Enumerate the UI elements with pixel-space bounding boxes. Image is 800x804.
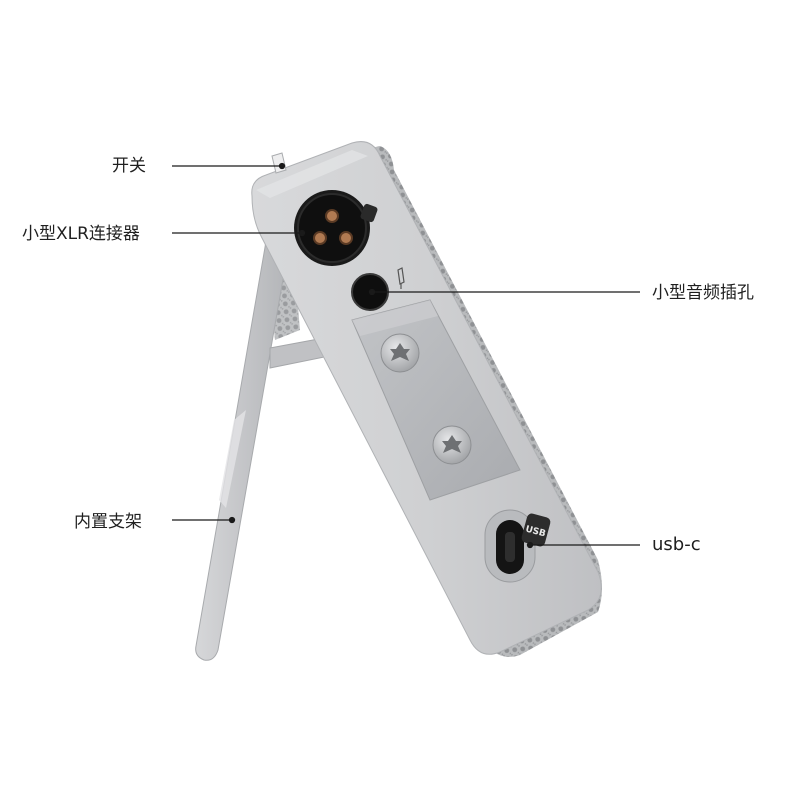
callout-power-switch: 开关 [112, 156, 146, 176]
callout-kickstand: 内置支架 [74, 512, 142, 532]
power-switch[interactable] [271, 152, 287, 174]
usb-badge: USB [521, 513, 551, 547]
leader-switch-dot [278, 162, 286, 170]
leader-stand-dot [228, 516, 236, 524]
mini-xlr-connector[interactable] [294, 190, 378, 266]
usb-c-port[interactable] [484, 509, 536, 583]
callout-mini-audio-jack: 小型音频插孔 [652, 283, 754, 303]
callout-mini-xlr: 小型XLR连接器 [22, 224, 140, 244]
screw-bottom [432, 425, 472, 465]
screw-top [380, 333, 420, 373]
leader-audio-dot [368, 288, 376, 296]
leader-usbc-dot [526, 541, 534, 549]
callout-usb-c: usb-c [652, 534, 701, 555]
callout-lines [172, 162, 640, 549]
leader-xlr-dot [298, 229, 306, 237]
